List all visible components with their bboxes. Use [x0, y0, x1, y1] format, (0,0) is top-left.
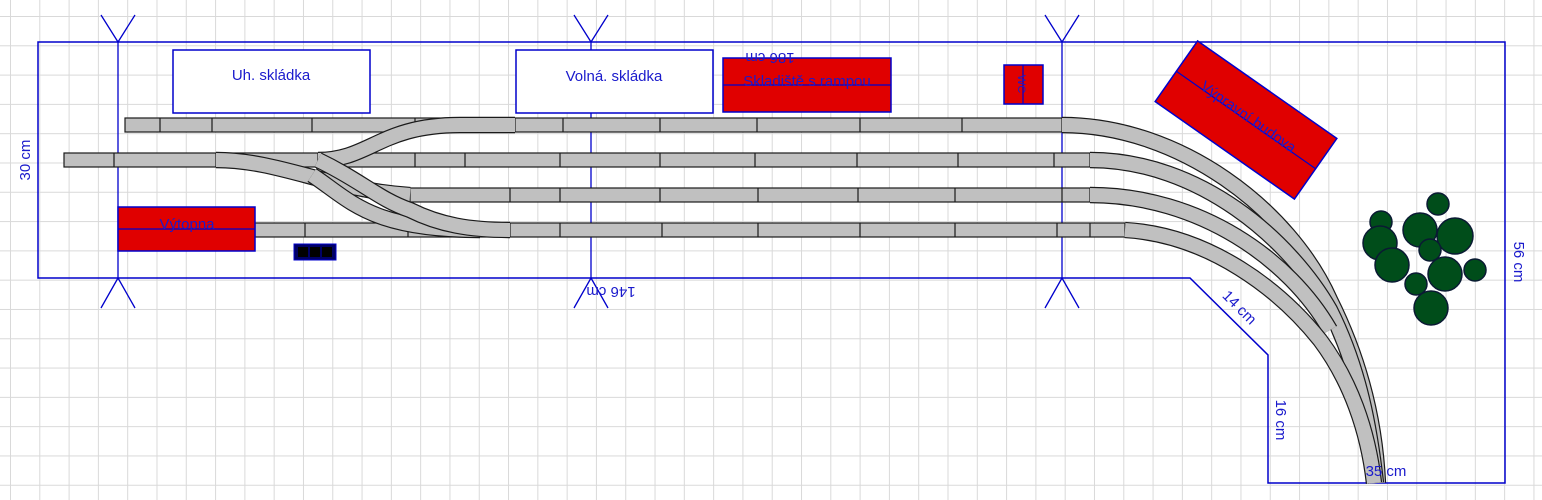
- track-straight: [409, 187, 1091, 203]
- track-straight: [124, 117, 1063, 133]
- track-layout: [63, 116, 1387, 484]
- building-uhelna-skladka[interactable]: Uh. skládka: [172, 49, 371, 114]
- building-volna-skladka[interactable]: Volná. skládka: [515, 49, 714, 114]
- tree-icon: [1374, 247, 1410, 283]
- dim-bottom-width: 35 cm: [1366, 463, 1407, 480]
- building-wc[interactable]: WC: [1003, 64, 1044, 105]
- tree-icon: [1427, 256, 1463, 292]
- tree-icon: [1463, 258, 1487, 282]
- building-label: Uh. skládka: [232, 67, 311, 84]
- dim-step-height: 16 cm: [1272, 400, 1289, 441]
- building-label: Výtopna: [159, 216, 215, 233]
- building-label: Volná. skládka: [566, 68, 663, 85]
- tree-icon: [1404, 272, 1428, 296]
- building-vytopna[interactable]: Výtopna: [117, 206, 256, 252]
- dim-right-height: 56 cm: [1510, 242, 1527, 283]
- tree-icon: [1436, 217, 1474, 255]
- trees-group: [1362, 192, 1487, 326]
- tree-icon: [1426, 192, 1450, 216]
- baseboard-outline: [37, 41, 1506, 484]
- dim-bottom-length: 146 cm: [586, 283, 635, 300]
- building-label: WC: [1015, 75, 1027, 93]
- dim-diagonal: 14 cm: [1219, 287, 1260, 328]
- dim-left-height: 30 cm: [17, 140, 34, 181]
- building-skladiste-s-rampou[interactable]: Skladiště s rampou: [722, 57, 892, 113]
- tree-icon: [1413, 290, 1449, 326]
- bench: [293, 243, 337, 261]
- buildings-layer: Uh. skládka Volná. skládka Skladiště s r…: [117, 39, 1338, 261]
- tree-icon: [1418, 238, 1442, 262]
- dim-top-length: 186 cm: [745, 49, 794, 66]
- building-label: Skladiště s rampou: [743, 73, 871, 90]
